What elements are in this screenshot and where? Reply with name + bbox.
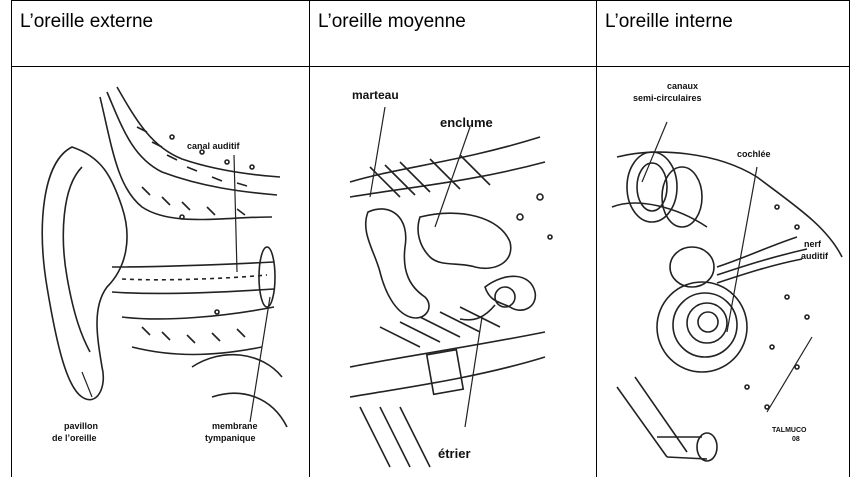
label-canal-auditif: canal auditif	[187, 141, 241, 151]
label-canaux-2: semi-circulaires	[633, 93, 702, 103]
label-nerf-1: nerf	[804, 239, 822, 249]
label-pavillon-1: pavillon	[64, 421, 98, 431]
illustrator-signature: TALMUCO	[772, 427, 807, 434]
header-middle-ear: L’oreille moyenne	[310, 1, 597, 67]
inner-ear-illustration: canaux semi-circulaires cochlée nerf aud…	[597, 67, 850, 477]
middle-ear-cell: marteau enclume étrier	[310, 67, 597, 478]
label-membrane-2: tympanique	[205, 433, 256, 443]
label-cochlee: cochlée	[737, 149, 771, 159]
inner-ear-cell: canaux semi-circulaires cochlée nerf aud…	[597, 67, 850, 478]
label-canaux-1: canaux	[667, 81, 698, 91]
external-ear-cell: canal auditif pavillon de l’oreille memb…	[12, 67, 310, 478]
label-enclume: enclume	[440, 115, 493, 130]
header-external-ear: L’oreille externe	[12, 1, 310, 67]
ear-anatomy-table: L’oreille externe L’oreille moyenne L’or…	[11, 0, 849, 482]
label-pavillon-2: de l’oreille	[52, 433, 97, 443]
label-nerf-2: auditif	[801, 251, 829, 261]
label-marteau: marteau	[352, 88, 399, 102]
external-ear-illustration: canal auditif pavillon de l’oreille memb…	[12, 67, 310, 477]
illustrator-signature-year: 08	[792, 436, 800, 443]
illustration-row: canal auditif pavillon de l’oreille memb…	[12, 67, 850, 478]
header-inner-ear: L’oreille interne	[597, 1, 850, 67]
middle-ear-illustration: marteau enclume étrier	[310, 67, 597, 477]
header-row: L’oreille externe L’oreille moyenne L’or…	[12, 1, 850, 67]
label-etrier: étrier	[438, 446, 471, 461]
label-membrane-1: membrane	[212, 421, 258, 431]
